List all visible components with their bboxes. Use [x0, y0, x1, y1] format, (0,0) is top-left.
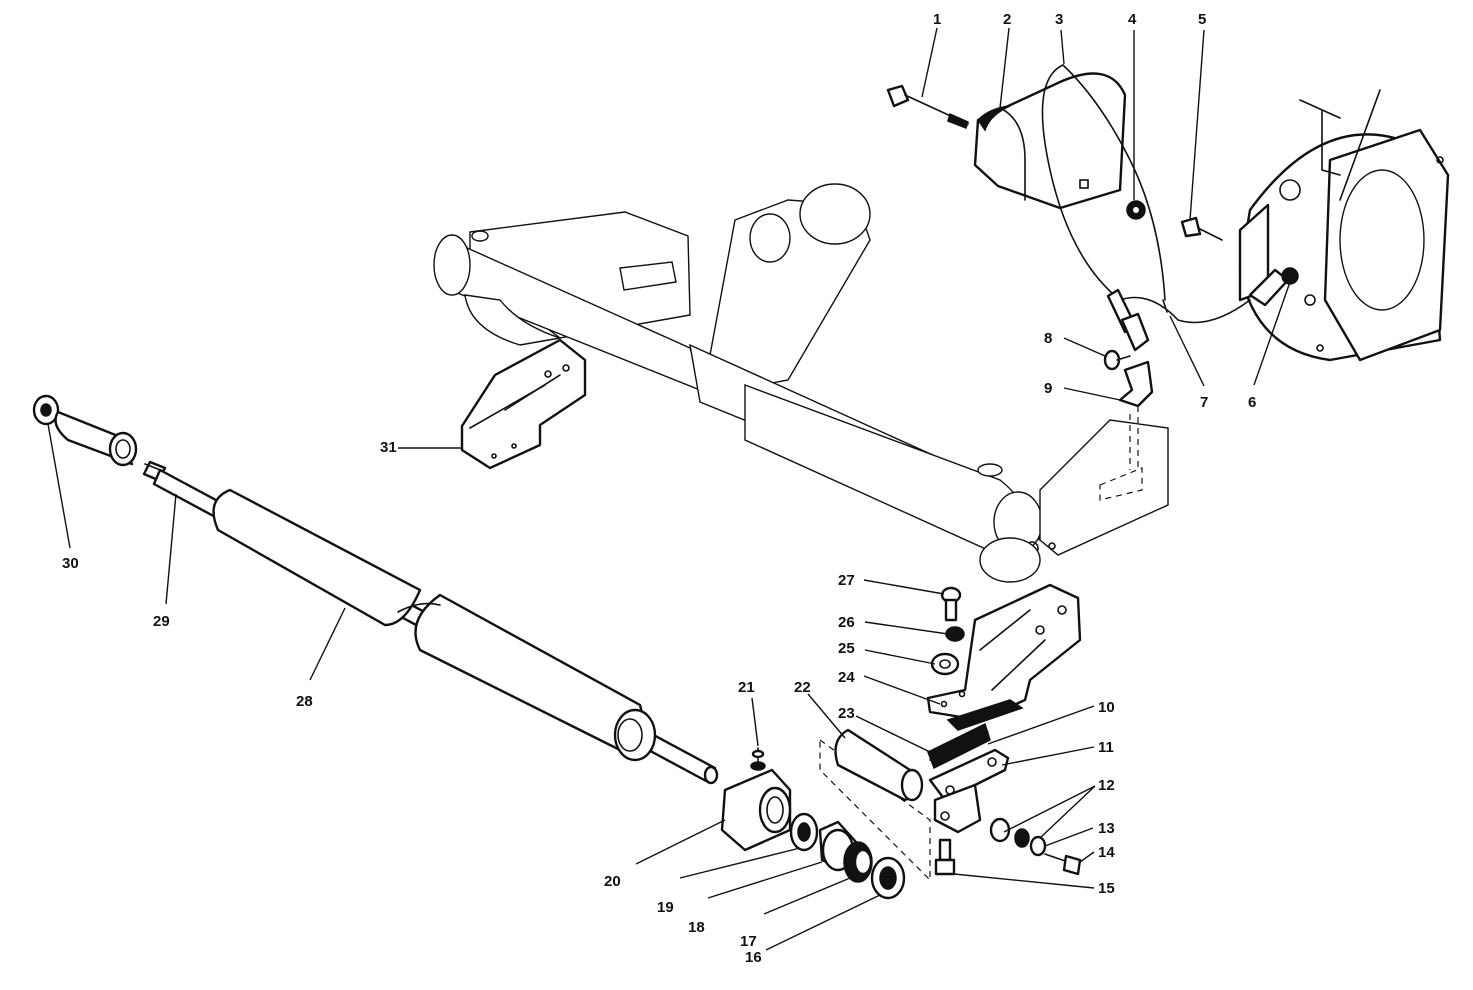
callout-14: 14: [1098, 844, 1115, 861]
seal-16: [870, 856, 906, 900]
callout-labels: 1 2 3 4 5 6 7 8 9 10 11 12 13 14 15 16 1…: [62, 11, 1256, 966]
nut-25: [930, 652, 960, 676]
callout-27: 27: [838, 572, 855, 589]
bolt-14: [1044, 853, 1082, 876]
callout-1: 1: [933, 11, 941, 28]
callout-18: 18: [688, 919, 705, 936]
impeller-housing-plate: [1238, 89, 1450, 362]
nut-26: [945, 626, 965, 642]
callout-20: 20: [604, 873, 621, 890]
callout-28: 28: [296, 693, 313, 710]
callout-5: 5: [1198, 11, 1206, 28]
callout-25: 25: [838, 640, 855, 657]
callout-13: 13: [1098, 820, 1115, 837]
washer-12: [989, 817, 1030, 848]
right-mount-bracket: [926, 583, 1082, 731]
callout-17: 17: [740, 933, 757, 950]
callout-9: 9: [1044, 380, 1052, 397]
grease-fitting-21: [750, 747, 766, 771]
callout-26: 26: [838, 614, 855, 631]
bolt-27: [940, 586, 962, 622]
callout-22: 22: [794, 679, 811, 696]
spacer-22: [819, 728, 931, 882]
callout-6: 6: [1248, 394, 1256, 411]
callout-16: 16: [745, 949, 762, 966]
end-sleeve: [54, 410, 138, 467]
callout-11: 11: [1098, 739, 1114, 756]
callout-12: 12: [1098, 777, 1115, 794]
bolt-5: [1180, 216, 1223, 241]
callout-2: 2: [1003, 11, 1011, 28]
bolt-1: [886, 84, 969, 129]
bolt-15: [934, 838, 956, 876]
end-nut-30: [32, 394, 60, 426]
callout-7: 7: [1200, 394, 1208, 411]
callout-21: 21: [738, 679, 755, 696]
callout-10: 10: [1098, 699, 1115, 716]
pad-23: [927, 722, 991, 770]
main-frame: [433, 183, 1169, 583]
nut-4: [1126, 200, 1146, 220]
bearing-cone-17: [843, 841, 873, 883]
clevis-fork: [1106, 288, 1168, 352]
callout-23: 23: [838, 705, 855, 722]
seal-19: [789, 812, 819, 852]
bearing-housing-20: [720, 768, 792, 852]
deflector-shroud: [973, 72, 1127, 210]
callout-30: 30: [62, 555, 79, 572]
callout-15: 15: [1098, 880, 1115, 897]
washer-13: [1029, 835, 1047, 857]
leader-lines: [47, 27, 1291, 951]
callout-3: 3: [1055, 11, 1063, 28]
callout-4: 4: [1128, 11, 1137, 28]
callout-24: 24: [838, 669, 855, 686]
pin-8: [1103, 349, 1131, 371]
bracket-11: [933, 783, 982, 834]
callout-29: 29: [153, 613, 170, 630]
cable-3: [1041, 64, 1251, 324]
callout-31: 31: [380, 439, 397, 456]
callout-8: 8: [1044, 330, 1052, 347]
callout-19: 19: [657, 899, 674, 916]
roller-tube-28: [212, 488, 657, 762]
bracket-9: [1118, 360, 1154, 470]
